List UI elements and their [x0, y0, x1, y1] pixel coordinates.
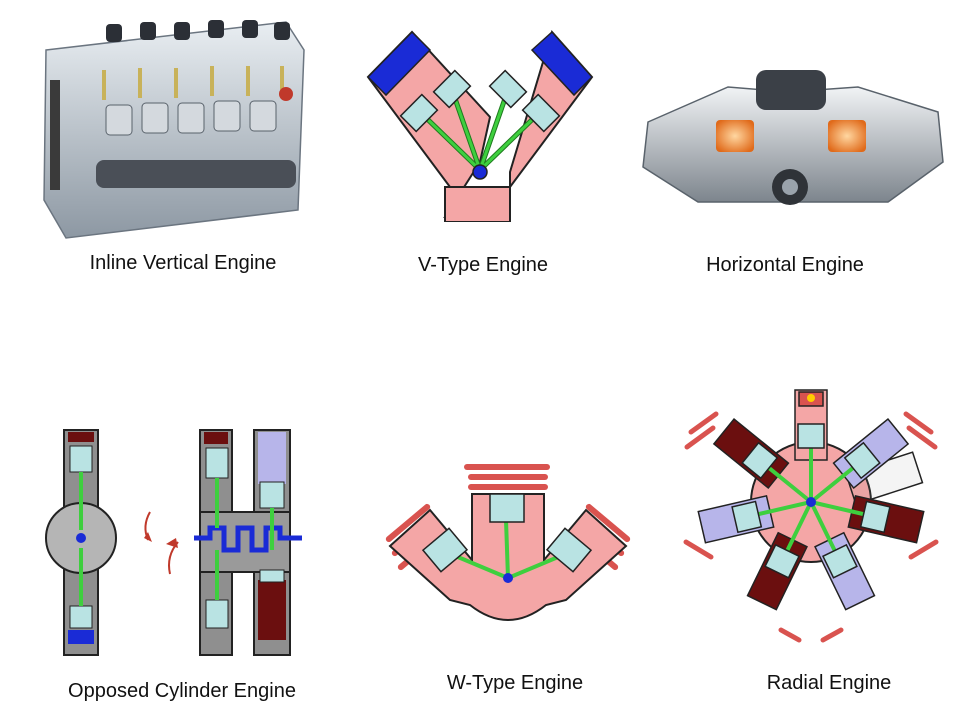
v-type-engine-diagram: [360, 22, 600, 222]
radial-engine-diagram: [676, 384, 946, 648]
inline-engine-image: [36, 10, 306, 240]
horizontal-engine-image: [638, 52, 948, 227]
caption-w-type-engine: W-Type Engine: [446, 672, 584, 694]
caption-opposed-cylinder-engine: Opposed Cylinder Engine: [68, 680, 296, 702]
caption-horizontal-engine: Horizontal Engine: [706, 254, 864, 276]
caption-v-type-engine: V-Type Engine: [417, 254, 549, 276]
caption-inline-vertical-engine: Inline Vertical Engine: [89, 252, 277, 274]
opposed-cylinder-engine-diagram: [40, 420, 320, 660]
caption-radial-engine: Radial Engine: [766, 672, 892, 694]
w-type-engine-diagram: [376, 460, 640, 630]
